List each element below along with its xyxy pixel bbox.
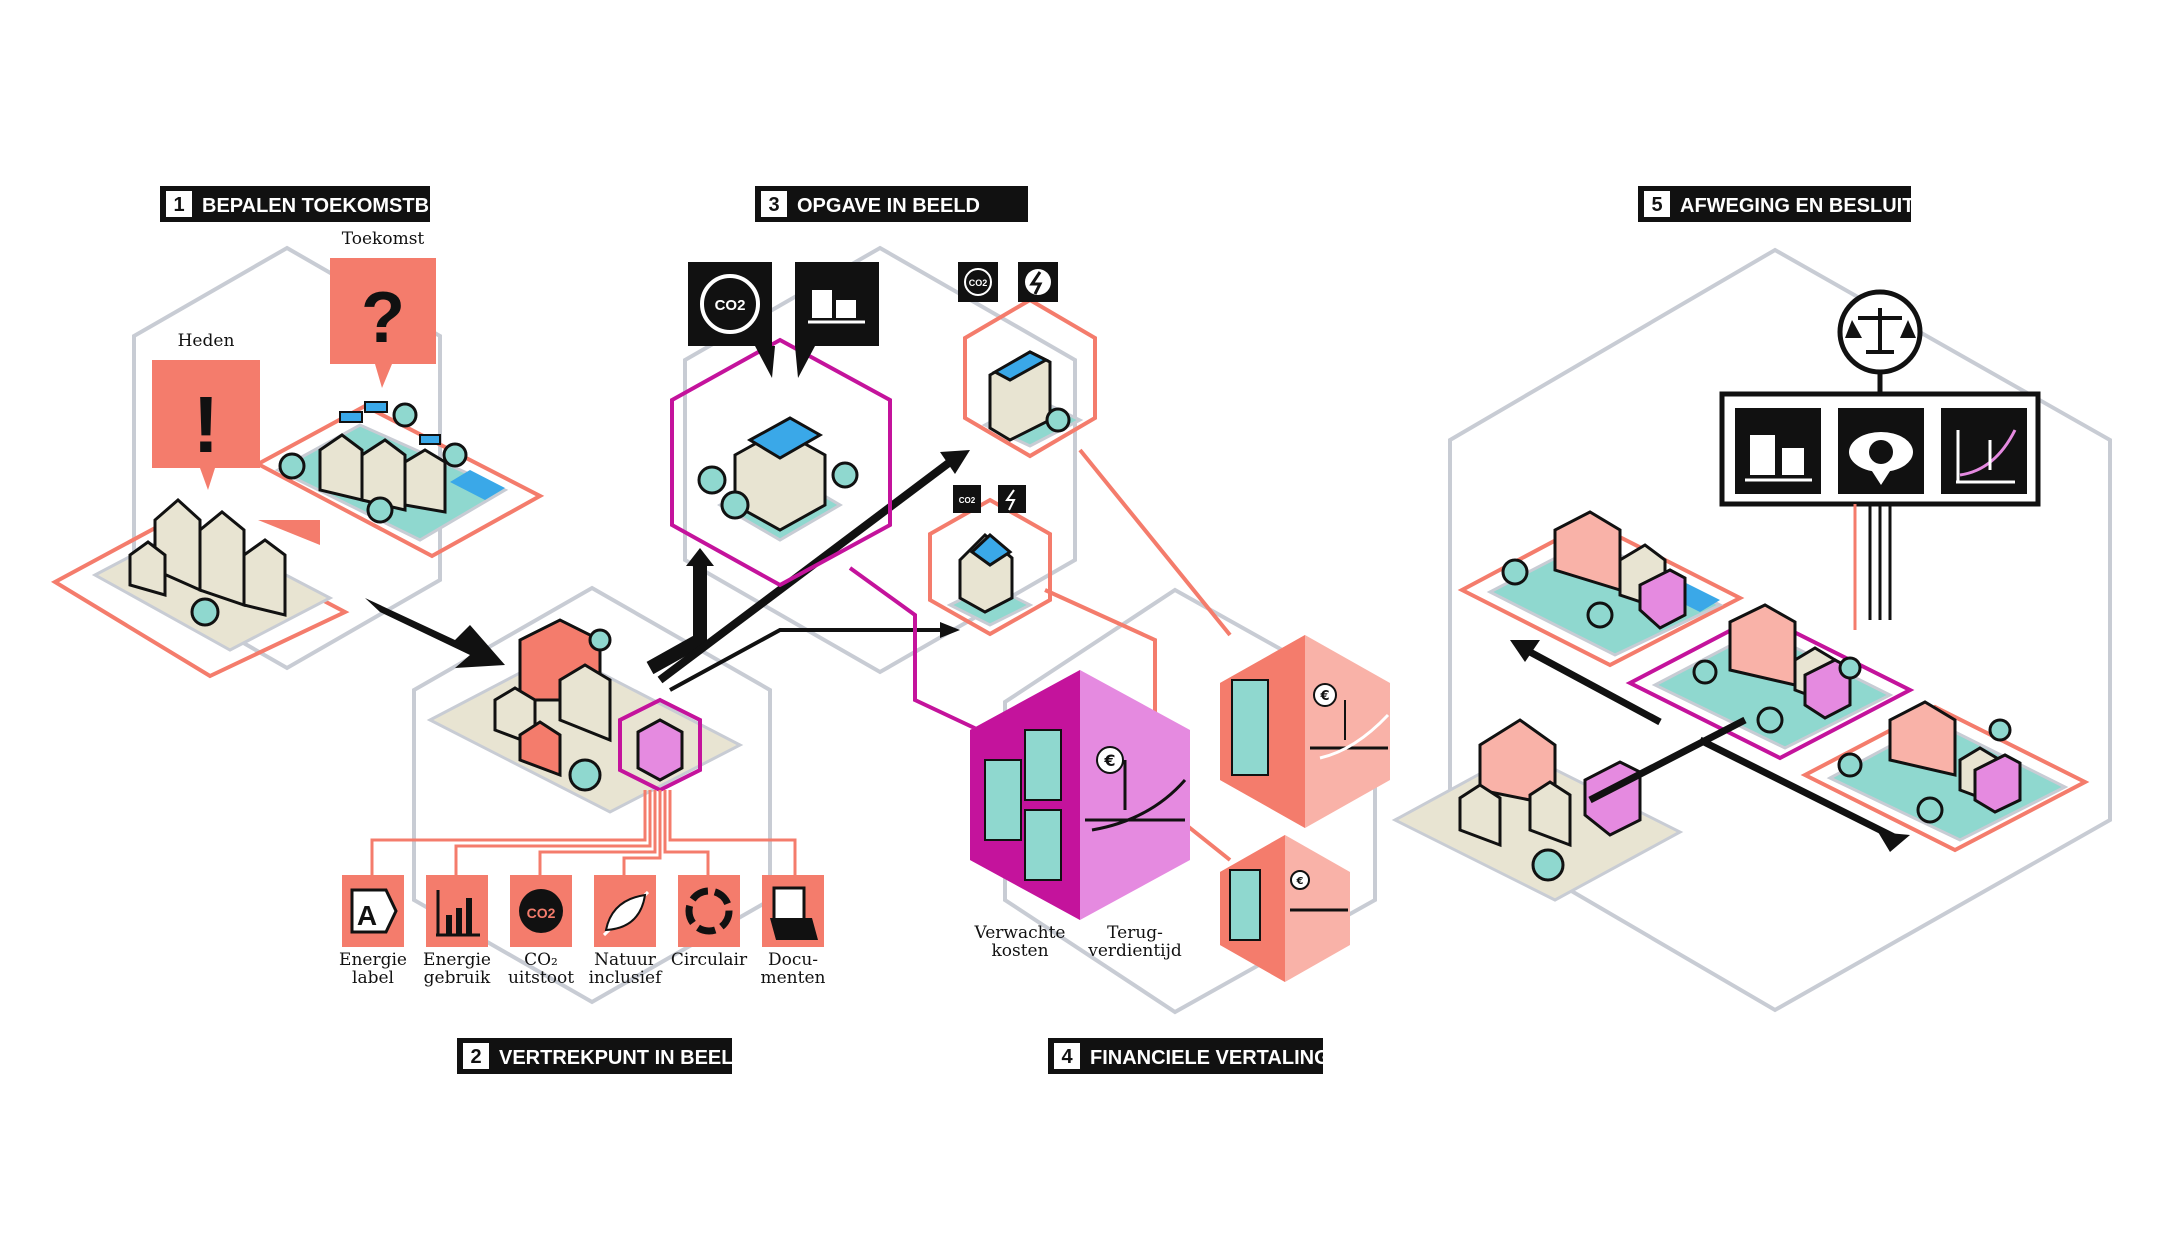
payback-label-1: Terug- <box>1107 923 1163 943</box>
step-label-3: 3 OPGAVE IN BEELD <box>755 186 1028 222</box>
step2-connectors <box>370 790 797 875</box>
future-base-outline <box>253 403 545 559</box>
step4-coral-hex-bottom: € <box>1220 835 1350 982</box>
future-sign <box>330 258 436 364</box>
hexagon-step3 <box>683 245 1077 675</box>
step-label-4: 4 FINANCIELE VERTALING <box>1048 1038 1330 1074</box>
expected-costs-label-2: kosten <box>991 941 1048 961</box>
expected-costs-label-1: Verwachte <box>974 923 1066 943</box>
circular-icon <box>678 875 740 947</box>
step5-scene <box>1391 289 2090 902</box>
svg-text:Docu-: Docu- <box>768 950 818 970</box>
step4-magenta-stacks <box>984 729 1062 881</box>
svg-text:Circulair: Circulair <box>671 950 748 970</box>
svg-text:CO2: CO2 <box>959 496 976 505</box>
step4-scene: € Verwachte kosten Terug- verdientijd € … <box>970 635 1390 982</box>
step4-coral-hex-top: € <box>1220 635 1390 828</box>
present-symbol: ! <box>193 380 220 469</box>
payback-label-2: verdientijd <box>1087 941 1182 961</box>
hexagon-step1 <box>132 245 442 671</box>
future-trees <box>278 402 468 524</box>
step3-house <box>958 532 1014 614</box>
svg-text:inclusief: inclusief <box>589 968 664 988</box>
svg-text:Energie: Energie <box>339 950 407 970</box>
svg-text:Energie: Energie <box>423 950 491 970</box>
hexagon-step5 <box>1448 247 2112 1013</box>
step-title-5: AFWEGING EN BESLUIT <box>1680 195 1914 217</box>
present-label: Heden <box>178 331 235 351</box>
step-title-1: BEPALEN TOEKOMSTBEELD <box>202 195 482 217</box>
step-label-1: 1 BEPALEN TOEKOMSTBEELD <box>160 186 482 222</box>
step3-magenta-hex <box>670 337 892 588</box>
step3-apartment-callouts: CO2 <box>958 262 1058 302</box>
step-label-5: 5 AFWEGING EN BESLUIT <box>1638 186 1914 222</box>
svg-text:€: € <box>1319 689 1329 704</box>
svg-text:€: € <box>1296 876 1304 887</box>
step3-office-building <box>733 416 827 532</box>
svg-text:CO2: CO2 <box>715 297 746 314</box>
hexagon-step2 <box>412 585 772 1005</box>
energy-label-icon: A <box>342 875 404 947</box>
svg-text:Natuur: Natuur <box>594 950 657 970</box>
svg-text:CO2: CO2 <box>527 905 556 921</box>
svg-text:menten: menten <box>761 968 826 988</box>
documents-icon <box>762 875 824 947</box>
step5-neighborhood-center <box>1625 603 1915 761</box>
step3-scene: CO2 CO2 <box>670 262 1232 862</box>
step3-energy-callout <box>795 262 879 378</box>
step2-icon-row: A CO2 <box>342 875 824 947</box>
present-base-outline <box>50 517 350 679</box>
nature-inclusive-icon <box>594 875 656 947</box>
svg-text:€: € <box>1103 751 1115 770</box>
svg-text:gebruik: gebruik <box>424 968 491 988</box>
step5-neighborhood-top <box>1457 510 1745 668</box>
svg-text:CO2: CO2 <box>969 278 988 288</box>
step-number-5: 5 <box>1651 194 1662 216</box>
future-solar-panels <box>339 401 441 445</box>
step-number-4: 4 <box>1061 1046 1073 1068</box>
svg-text:uitstoot: uitstoot <box>508 968 574 988</box>
svg-text:label: label <box>352 968 394 988</box>
future-water <box>450 470 505 500</box>
decision-panel <box>1719 391 2041 507</box>
step-title-2: VERTREKPUNT IN BEELD <box>499 1047 748 1069</box>
step-label-2: 2 VERTREKPUNT IN BEELD <box>457 1038 748 1074</box>
step2-houses <box>493 618 612 778</box>
present-houses <box>128 497 287 617</box>
step4-magenta-hex: € <box>970 670 1190 920</box>
arrow-step1-to-step2 <box>365 598 505 668</box>
present-tree <box>190 597 220 627</box>
step3-coral-hex-bottom <box>928 497 1052 637</box>
scales-icon <box>1837 289 1923 375</box>
future-symbol: ? <box>361 278 405 358</box>
step5-routing-arrows <box>1510 640 1910 852</box>
step1-scene: ! Heden ? Toekomst <box>50 229 545 679</box>
svg-text:CO₂: CO₂ <box>524 950 558 970</box>
future-label: Toekomst <box>342 229 425 249</box>
step5-neighborhood-left <box>1391 718 1684 902</box>
step-number-2: 2 <box>470 1046 481 1068</box>
step-title-4: FINANCIELE VERTALING <box>1090 1047 1330 1069</box>
present-flag <box>258 520 320 545</box>
step-number-1: 1 <box>173 194 184 216</box>
svg-text:A: A <box>357 900 377 931</box>
step-number-3: 3 <box>768 194 779 216</box>
present-sign <box>152 360 260 468</box>
step2-scene: A CO2 <box>339 618 826 988</box>
step2-tree <box>568 758 602 792</box>
step3-house-callouts: CO2 <box>953 485 1026 513</box>
step5-neighborhood-right <box>1800 700 2090 853</box>
co2-emission-icon: CO2 <box>510 875 572 947</box>
step3-co2-callout: CO2 <box>688 262 775 378</box>
step-title-3: OPGAVE IN BEELD <box>797 195 980 217</box>
future-houses <box>318 433 447 514</box>
energy-usage-icon <box>426 875 488 947</box>
step3-coral-hex-top <box>963 297 1097 459</box>
